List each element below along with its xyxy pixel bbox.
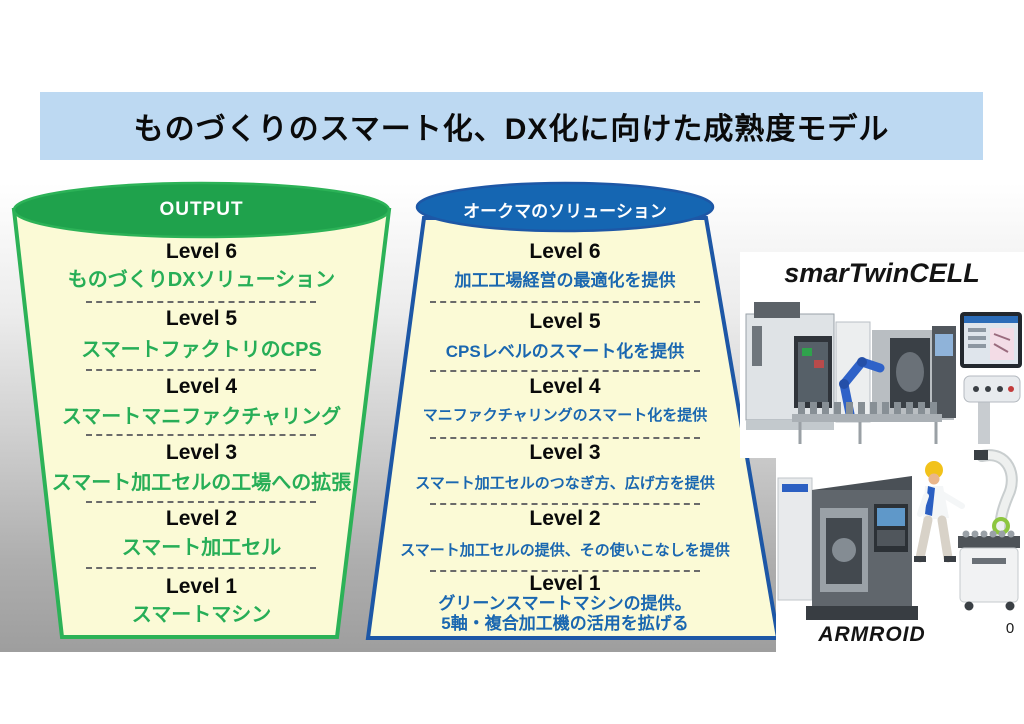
output-funnel-shape: [11, 208, 392, 639]
slide-title: ものづくりのスマート化、DX化に向けた成熟度モデル: [133, 113, 890, 146]
smartwincell-machine-illustration: [745, 302, 1022, 452]
solution-funnel-cap: [415, 181, 715, 233]
armroid-machine-illustration: [777, 449, 1020, 620]
smartwincell-logo: smarTwinCELL: [784, 258, 980, 288]
smartwincell-photo: smarTwinCELL: [740, 252, 1024, 458]
armroid-logo: ARMROID: [796, 621, 948, 648]
solution-funnel-header: オークマのソリューション: [463, 202, 667, 221]
solution-funnel-shape: [365, 216, 781, 640]
output-funnel-header: OUTPUT: [159, 199, 244, 220]
page-number: 0: [1005, 620, 1015, 637]
output-funnel-cap: [12, 181, 391, 239]
title-bar: ものづくりのスマート化、DX化に向けた成熟度モデル: [40, 92, 983, 160]
armroid-photo: ARMROID: [776, 444, 1024, 652]
